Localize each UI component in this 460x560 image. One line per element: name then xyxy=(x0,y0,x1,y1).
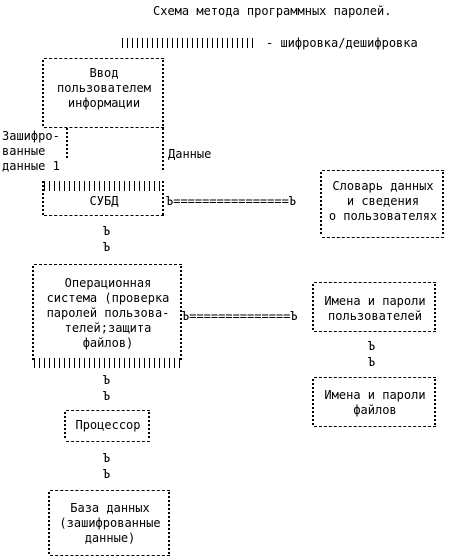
input-box-line-1: Ввод xyxy=(89,66,119,80)
file-passwords-line-2: файлов xyxy=(353,403,397,417)
user-passwords-left-edge xyxy=(312,284,314,330)
file-passwords-line-1: Имена и пароли xyxy=(324,388,426,402)
legend-text: - шифровка/дешифровка xyxy=(266,36,418,50)
processor-box-label: Процессор xyxy=(75,418,141,432)
dbms-encryption-hatch xyxy=(44,181,164,191)
arrow-processor-db-2: Ъ xyxy=(103,467,111,481)
os-box-right-edge xyxy=(180,266,182,360)
arrow-os-processor-2: Ъ xyxy=(103,389,111,403)
arrow-users-files-2: Ъ xyxy=(368,355,376,369)
database-box xyxy=(50,490,170,556)
dictionary-box-line-1: Словарь данных xyxy=(332,179,434,193)
processor-box-right-edge xyxy=(148,412,150,440)
dictionary-box-left-edge xyxy=(320,172,322,236)
processor-box-left-edge xyxy=(64,412,66,440)
arrow-processor-db-1: Ъ xyxy=(103,451,111,465)
input-box-right-edge xyxy=(162,60,164,126)
database-box-line-1: База данных xyxy=(70,501,150,515)
database-box-line-3: данные) xyxy=(84,531,136,545)
database-box-line-2: (зашифрованные xyxy=(59,516,161,530)
encrypted-label-line-3: данные 1 xyxy=(2,159,60,173)
input-box-line-3: информации xyxy=(67,96,141,110)
dbms-box-label: СУБД xyxy=(89,194,119,208)
arrow-users-files-1: Ъ xyxy=(368,339,376,353)
file-passwords-box xyxy=(314,377,436,427)
user-passwords-right-edge xyxy=(434,284,436,330)
encrypted-label-line-1: Зашифро- xyxy=(2,129,60,143)
processor-box xyxy=(66,410,150,442)
os-encryption-hatch xyxy=(34,358,182,368)
encrypted-connector xyxy=(66,128,68,160)
diagram-title: Схема метода программных паролей. xyxy=(153,4,392,18)
os-box xyxy=(34,264,182,365)
input-box-left-edge xyxy=(42,60,44,126)
file-passwords-left-edge xyxy=(312,379,314,425)
os-box-line-5: файлов) xyxy=(82,336,134,350)
arrow-dbms-os-1: Ъ xyxy=(103,224,111,238)
encrypted-label-line-2: ванные xyxy=(2,144,46,158)
os-box-line-2: система (проверка xyxy=(46,291,170,305)
os-box-left-edge xyxy=(32,266,34,360)
input-box-line-2: пользователем xyxy=(57,81,151,95)
os-users-link: Ъ==============Ъ xyxy=(182,309,298,323)
file-passwords-right-edge xyxy=(434,379,436,425)
database-box-right-edge xyxy=(168,492,170,554)
os-box-line-1: Операционная xyxy=(64,276,152,290)
input-box xyxy=(44,58,164,128)
dbms-box-right-edge xyxy=(162,181,164,215)
dbms-box-left-edge xyxy=(42,181,44,215)
dbms-dictionary-link: Ъ================Ъ xyxy=(166,194,297,208)
database-box-left-edge xyxy=(48,492,50,554)
data-connector xyxy=(162,128,164,172)
dictionary-box-right-edge xyxy=(442,172,444,236)
data-label: Данные xyxy=(168,147,212,161)
legend-hatch-pattern xyxy=(122,38,256,48)
dictionary-box-line-2: и сведения xyxy=(346,194,420,208)
os-box-line-3: паролей пользова- xyxy=(46,306,170,320)
user-passwords-line-1: Имена и пароли xyxy=(324,294,426,308)
dictionary-box xyxy=(322,170,444,238)
user-passwords-line-2: пользователей xyxy=(328,309,422,323)
dictionary-box-line-3: о пользователях xyxy=(328,209,438,223)
arrow-dbms-os-2: Ъ xyxy=(103,240,111,254)
dbms-box xyxy=(44,181,164,216)
arrow-os-processor-1: Ъ xyxy=(103,373,111,387)
user-passwords-box xyxy=(314,282,436,332)
os-box-line-4: телей;защита xyxy=(64,321,152,335)
